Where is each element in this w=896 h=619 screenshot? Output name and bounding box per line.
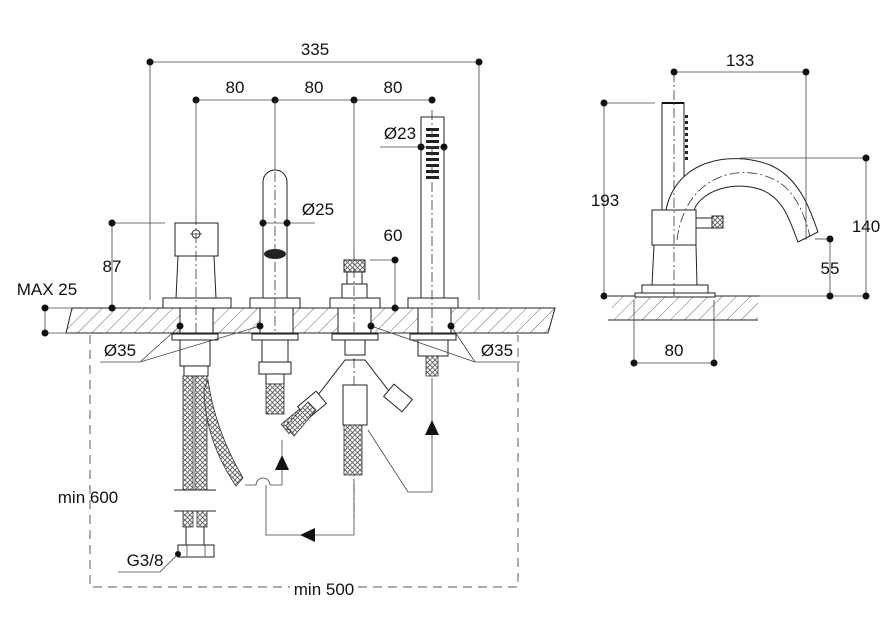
- flow-arrow-up-icon: [425, 420, 439, 435]
- flow-arrow-up-icon: [275, 455, 289, 470]
- spout: [249, 169, 301, 415]
- side-shower-nozzles: [685, 115, 688, 160]
- dim-base-width: 80: [665, 341, 684, 360]
- dim-spout-reach: 133: [726, 51, 754, 70]
- dimension-spout-reach: 133: [670, 51, 810, 240]
- dim-overall-width: 335: [301, 40, 329, 59]
- dim-spacing-1: 80: [226, 78, 245, 97]
- dimension-total-height: 193: [591, 99, 655, 300]
- dim-handshower-diameter: Ø23: [384, 124, 416, 143]
- dim-min-depth: min 600: [58, 488, 118, 507]
- dim-spacing-3: 80: [384, 78, 403, 97]
- dimension-lever-height: 87: [103, 219, 165, 312]
- shower-nozzles: [426, 128, 439, 179]
- diverter: [280, 250, 414, 520]
- dimension-handshower-diameter: Ø23: [380, 124, 448, 151]
- side-view: 133 193 140 55: [591, 51, 880, 367]
- dimension-deck-thickness: MAX 25: [17, 280, 77, 337]
- dim-deck-thickness: MAX 25: [17, 280, 77, 299]
- dim-total-height: 193: [591, 191, 619, 210]
- flow-arrow-left-icon: [300, 528, 315, 542]
- dimension-base-width: 80: [630, 300, 718, 367]
- dim-spout-height: 140: [852, 217, 880, 236]
- deck-section: [65, 307, 556, 334]
- lever-mixer: [162, 215, 244, 558]
- dimension-hole-diameter-right: Ø35: [367, 322, 520, 363]
- front-view: 335 80 80 80: [17, 40, 556, 599]
- dimension-spout-diameter: Ø25: [259, 200, 334, 227]
- dimension-hole-diameter-left: Ø35: [100, 322, 264, 363]
- dim-hole-diameter-left: Ø35: [104, 341, 136, 360]
- dim-hole-diameter-right: Ø35: [481, 341, 513, 360]
- dim-lever-height: 87: [103, 257, 122, 276]
- flow-lines: [245, 378, 439, 542]
- dim-connection: G3/8: [127, 551, 164, 570]
- dimension-spacing: 80 80 80: [192, 78, 436, 250]
- hand-shower: [407, 110, 459, 377]
- dim-spacing-2: 80: [305, 78, 324, 97]
- dim-outlet-height: 55: [821, 259, 840, 278]
- dim-spout-diameter: Ø25: [302, 200, 334, 219]
- installation-zone: [89, 335, 519, 588]
- dimension-spout-height: 140: [740, 154, 880, 300]
- dimension-diverter-height: 60: [370, 226, 402, 312]
- dim-diverter-height: 60: [384, 226, 403, 245]
- dimension-outlet-height: 55: [815, 235, 840, 300]
- side-deck: [608, 295, 760, 321]
- dimension-335: 335: [146, 40, 483, 300]
- dim-min-width: min 500: [294, 580, 354, 599]
- connection-callout: G3/8: [118, 551, 181, 573]
